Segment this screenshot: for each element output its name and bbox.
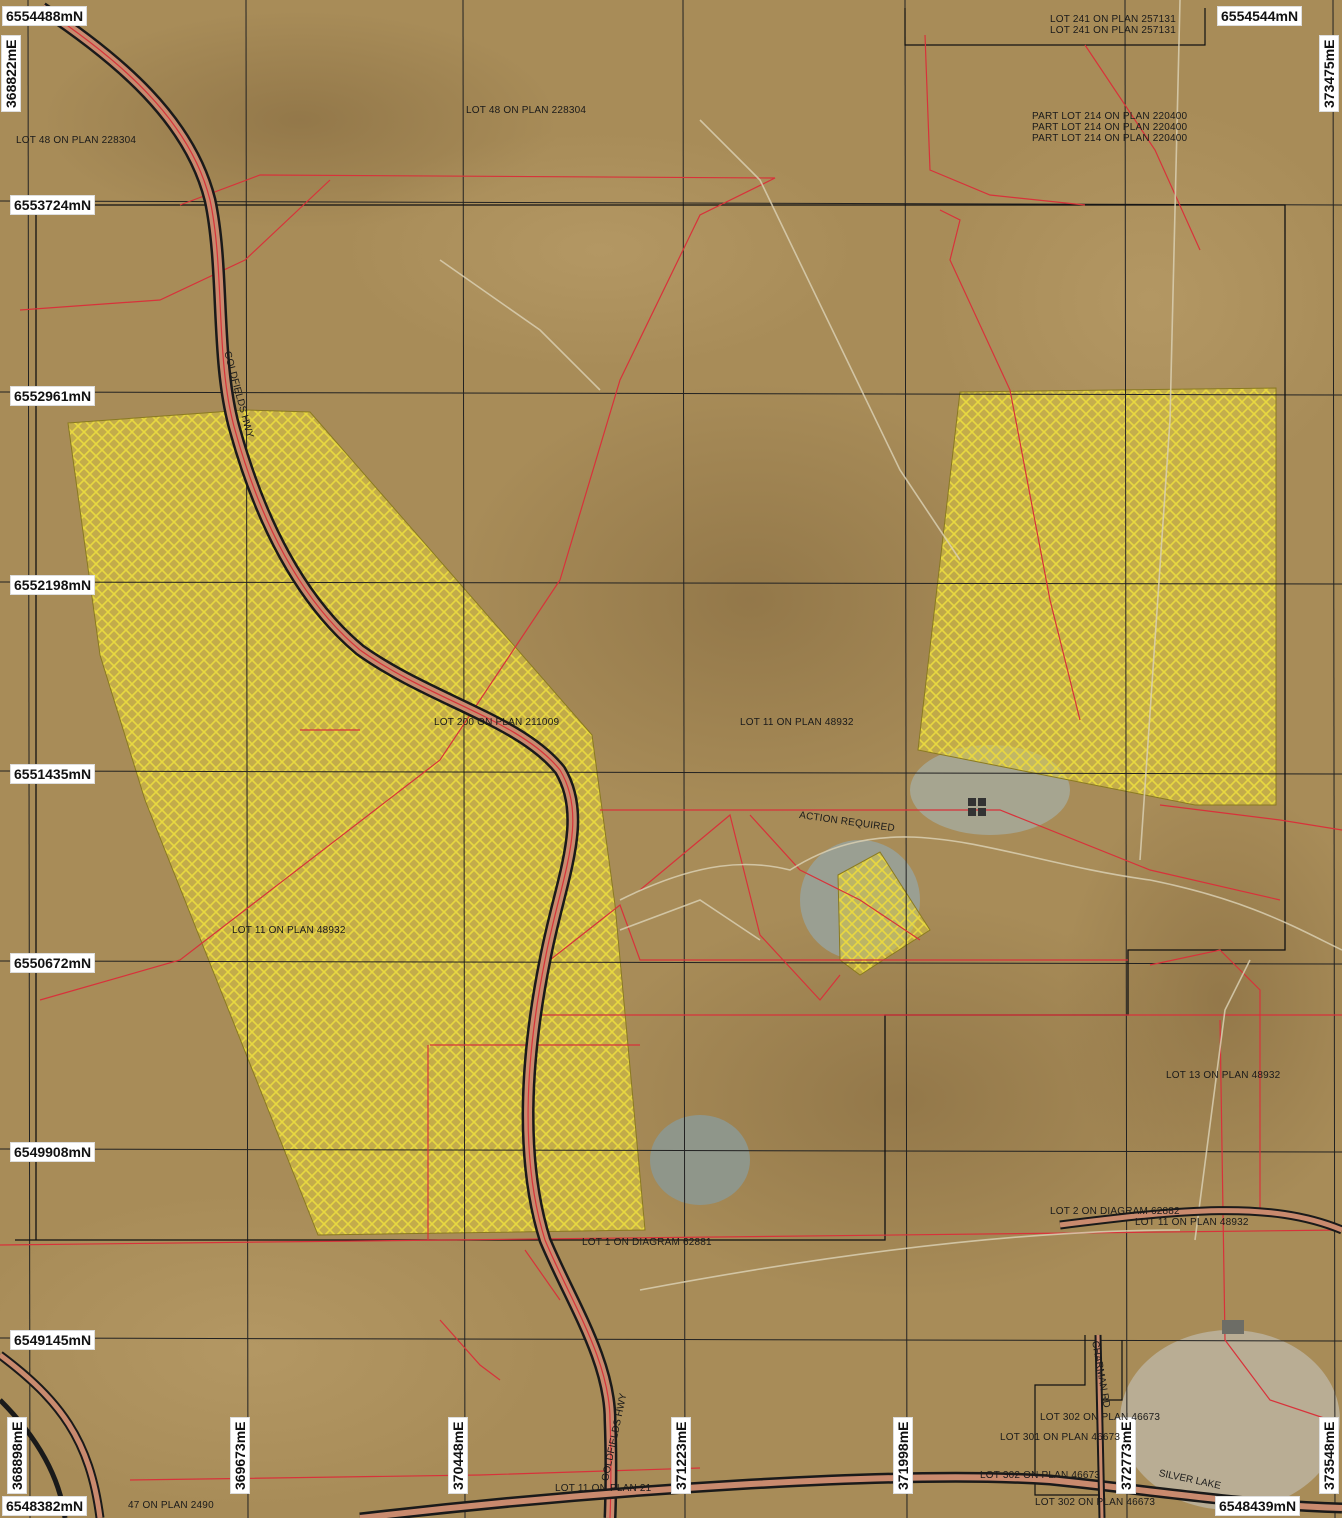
easting-label: 369673mE (230, 1417, 250, 1494)
lot-label: LOT 200 ON PLAN 211009 (434, 717, 560, 728)
tenement-boundary (15, 204, 1286, 1241)
northing-label: 6549145mN (10, 1330, 96, 1350)
lot-label: LOT 48 ON PLAN 228304 (16, 135, 137, 146)
town-area (1120, 1330, 1340, 1510)
lot-label: LOT 13 ON PLAN 48932 (1166, 1070, 1281, 1081)
easting-label: 371223mE (671, 1417, 691, 1494)
easting-label: 371998mE (893, 1417, 913, 1494)
easting-label: 373548mE (1319, 1417, 1339, 1494)
lot-label: LOT 1 ON DIAGRAM 62881 (582, 1237, 712, 1248)
easting-label: 368898mE (7, 1417, 27, 1494)
northing-label: 6552961mN (10, 386, 96, 406)
lot-label: LOT 241 ON PLAN 257131 (1050, 14, 1176, 25)
tracks (439, 0, 1342, 1291)
easting-label-top-right: 373475mE (1319, 35, 1339, 112)
northing-label: 6549908mN (10, 1142, 96, 1162)
mine-pit-south (650, 1115, 750, 1205)
northing-label-top-right: 6554544mN (1217, 6, 1303, 26)
northing-label-top-left: 6554488mN (2, 6, 88, 26)
lot-label: 47 ON PLAN 2490 (128, 1500, 214, 1511)
lot-label: LOT 11 ON PLAN 48932 (740, 717, 854, 728)
lot-label: LOT 2 ON DIAGRAM 62882 (1050, 1206, 1180, 1217)
lot-label: LOT 11 ON PLAN 48932 (1135, 1217, 1249, 1228)
lot-label: LOT 11 ON PLAN 48932 (232, 925, 346, 936)
easting-label: 372773mE (1116, 1417, 1136, 1494)
lot-label: LOT 302 ON PLAN 46673 (1035, 1497, 1156, 1508)
easting-label: 370448mE (448, 1417, 468, 1494)
northing-label: 6552198mN (10, 575, 96, 595)
lot-label: LOT 301 ON PLAN 46673 (1000, 1432, 1121, 1443)
northing-label: 6550672mN (10, 953, 96, 973)
northing-label-bottom-left: 6548382mN (2, 1496, 88, 1516)
lot-label: PART LOT 214 ON PLAN 220400 (1032, 133, 1188, 144)
easting-label-top-left: 368822mE (1, 35, 21, 112)
lot-label: PART LOT 214 ON PLAN 220400 (1032, 122, 1188, 133)
northing-label-bottom-right: 6548439mN (1215, 1496, 1301, 1516)
cadastre-lines (0, 34, 1342, 1481)
lot-label: LOT 241 ON PLAN 257131 (1050, 25, 1176, 36)
northing-grid (0, 200, 1342, 1342)
lot-label: LOT 48 ON PLAN 228304 (466, 105, 587, 116)
lot-label: LOT 11 ON PLAN 21 (555, 1483, 652, 1494)
northing-label: 6553724mN (10, 195, 96, 215)
lot-label: PART LOT 214 ON PLAN 220400 (1032, 111, 1188, 122)
lot-label: LOT 302 ON PLAN 46673 (980, 1470, 1101, 1481)
easting-grid (27, 0, 1336, 1518)
northing-label: 6551435mN (10, 764, 96, 784)
lot-label: LOT 302 ON PLAN 46673 (1040, 1412, 1161, 1423)
